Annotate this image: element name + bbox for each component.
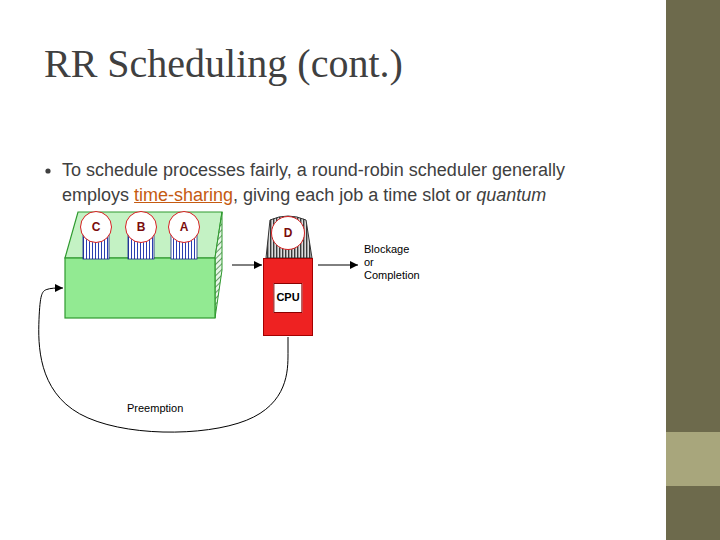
process-circle: A bbox=[168, 211, 200, 243]
process-letter: A bbox=[180, 221, 189, 233]
cpu-label: CPU bbox=[276, 291, 299, 303]
queue-front bbox=[65, 258, 215, 318]
outcome-arrow bbox=[318, 265, 358, 266]
flow-arrow bbox=[232, 265, 262, 266]
slide-title: RR Scheduling (cont.) bbox=[44, 40, 403, 88]
side-band bbox=[666, 0, 720, 540]
process-letter: C bbox=[92, 221, 101, 233]
edge-label: Preemption bbox=[125, 402, 185, 415]
process-letter: D bbox=[284, 227, 293, 239]
bullet-text: , giving each job a time slot or bbox=[233, 185, 471, 205]
emphasis-text: quantum bbox=[476, 185, 546, 205]
process-letter: B bbox=[137, 221, 146, 233]
queue-side bbox=[215, 212, 222, 318]
bullet-paragraph: To schedule processes fairly, a round-ro… bbox=[62, 158, 610, 208]
link-text: time-sharing bbox=[134, 185, 233, 205]
bullet-dot bbox=[45, 168, 50, 173]
side-band-accent bbox=[666, 432, 720, 486]
ready-queue: CBA bbox=[62, 208, 224, 320]
process-circle: B bbox=[125, 211, 157, 243]
outcome-label: Blockage or Completion bbox=[364, 243, 421, 282]
process-stack bbox=[266, 216, 312, 258]
process-circle: D bbox=[271, 216, 305, 250]
queue-top bbox=[65, 212, 222, 258]
process-circle: C bbox=[80, 211, 112, 243]
cpu-box: CPU bbox=[263, 258, 313, 336]
cpu-window: CPU bbox=[273, 283, 302, 313]
